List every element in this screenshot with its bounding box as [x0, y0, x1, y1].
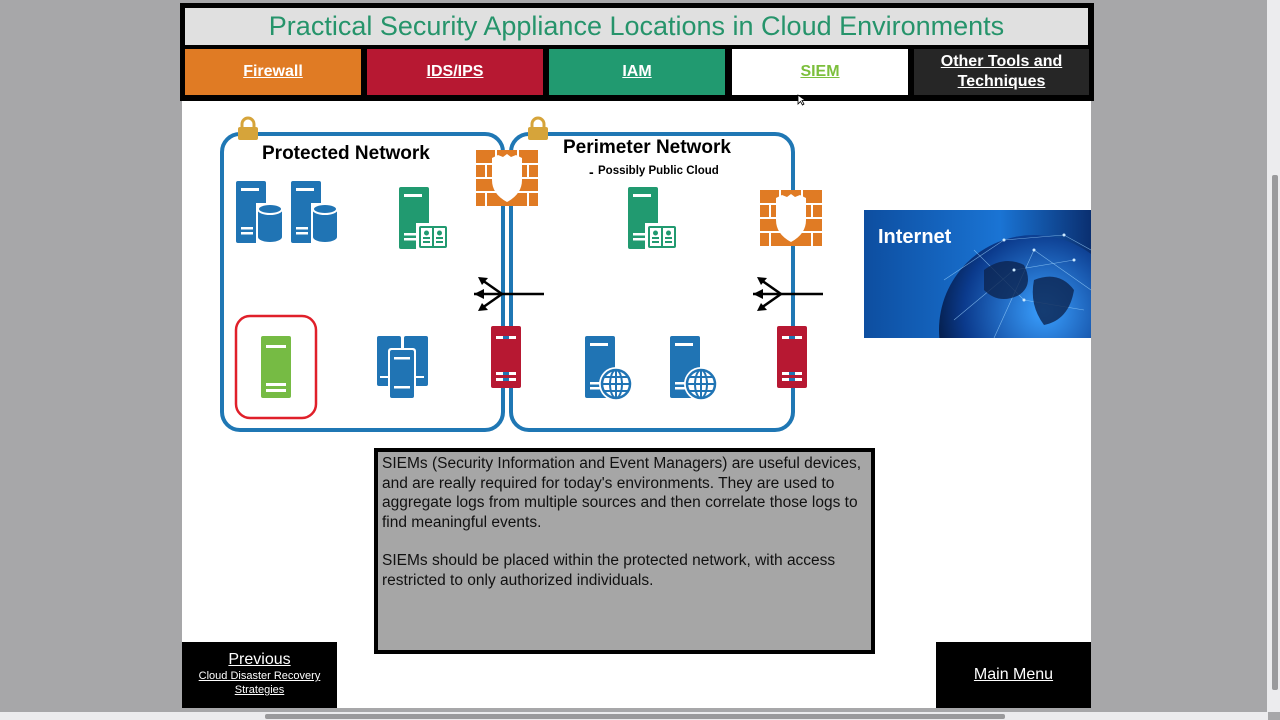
globe-icon: [864, 210, 1091, 338]
tab-ids-ips[interactable]: IDS/IPS: [367, 49, 543, 95]
ids-ips-appliance-icon: [491, 326, 521, 388]
siem-description-box: SIEMs (Security Information and Event Ma…: [374, 448, 875, 654]
database-server-icon: [290, 180, 342, 246]
vertical-scrollbar[interactable]: [1267, 0, 1280, 712]
description-paragraph: SIEMs (Security Information and Event Ma…: [382, 455, 861, 531]
tab-label: Firewall: [243, 63, 303, 80]
web-server-icon: [668, 334, 720, 403]
title-bar: Practical Security Appliance Locations i…: [185, 8, 1088, 45]
perimeter-network-subtitle: Possibly Public Cloud: [598, 165, 719, 177]
horizontal-scrollbar[interactable]: [0, 712, 1268, 720]
lock-icon: [236, 116, 260, 142]
previous-label: Previous: [228, 651, 291, 668]
protected-network-title: Protected Network: [262, 143, 430, 164]
internet-label: Internet: [878, 226, 952, 248]
tab-bar: Firewall IDS/IPS IAM SIEM Other Tools an…: [185, 49, 1090, 95]
perimeter-network-subtitle-dash: -: [589, 164, 594, 180]
horizontal-scrollbar-thumb[interactable]: [265, 714, 1005, 719]
previous-subtitle: Cloud Disaster Recovery Strategies: [198, 670, 321, 696]
protected-network-zone: [220, 132, 505, 432]
previous-button[interactable]: Previous Cloud Disaster Recovery Strateg…: [182, 642, 337, 708]
siem-highlight-box: [234, 314, 318, 420]
tab-label: IDS/IPS: [426, 63, 484, 80]
firewall-icon: [759, 189, 823, 247]
vertical-scrollbar-thumb[interactable]: [1272, 175, 1278, 690]
database-server-icon: [235, 180, 287, 246]
siem-server-icon: [261, 336, 291, 398]
tab-label: SIEM: [800, 63, 840, 80]
ids-ips-appliance-icon: [777, 326, 807, 388]
lock-icon: [526, 116, 550, 142]
tab-label: Other Tools and Techniques: [940, 53, 1063, 90]
tab-label: IAM: [622, 63, 652, 80]
traffic-arrows-icon: [751, 275, 825, 313]
firewall-icon: [475, 149, 539, 207]
directory-server-icon: [399, 187, 450, 251]
description-paragraph: SIEMs should be placed within the protec…: [382, 552, 836, 589]
tab-firewall[interactable]: Firewall: [185, 49, 361, 95]
tab-iam[interactable]: IAM: [549, 49, 725, 95]
tab-siem[interactable]: SIEM: [732, 49, 908, 95]
main-menu-button[interactable]: Main Menu: [936, 642, 1091, 708]
perimeter-network-title: Perimeter Network: [563, 137, 731, 158]
tab-other-tools[interactable]: Other Tools and Techniques: [914, 49, 1089, 95]
main-menu-label: Main Menu: [973, 666, 1054, 683]
mouse-cursor-icon: [797, 94, 807, 106]
internet-image: Internet: [864, 210, 1091, 338]
page-title: Practical Security Appliance Locations i…: [268, 11, 1005, 41]
server-cluster-icon: [377, 336, 428, 400]
header: Practical Security Appliance Locations i…: [180, 3, 1094, 101]
directory-server-icon: [628, 187, 679, 251]
web-server-icon: [583, 334, 635, 403]
perimeter-network-zone: [509, 132, 795, 432]
